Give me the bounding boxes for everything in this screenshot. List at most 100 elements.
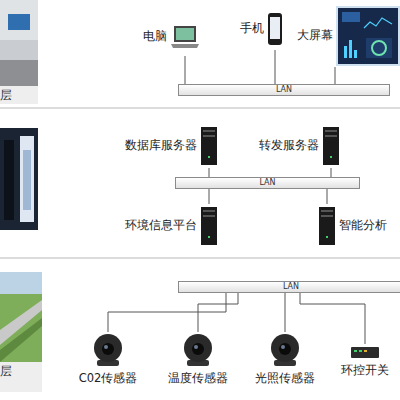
field-photo xyxy=(0,272,42,362)
icon-part xyxy=(208,236,210,238)
icon-part xyxy=(330,156,332,158)
server-room-aisle xyxy=(23,150,31,210)
device-node: 大屏幕 xyxy=(285,4,400,67)
icon-part xyxy=(184,334,212,362)
icon-part xyxy=(344,46,347,58)
device-node: 环境信息平台 xyxy=(100,204,218,248)
layer-label: 层 xyxy=(0,364,12,379)
icon-part xyxy=(201,127,217,165)
lan-bus: LAN xyxy=(178,84,390,96)
icon-part xyxy=(351,347,379,358)
icon-part xyxy=(342,12,360,22)
device-node: 电脑 xyxy=(130,18,200,56)
node-label: LAN xyxy=(259,178,275,187)
device-node: 温度传感器 xyxy=(158,332,238,394)
server-room-light xyxy=(20,136,34,222)
device-icon xyxy=(268,332,302,368)
icon-part xyxy=(354,50,357,58)
node-label: LAN xyxy=(283,282,299,291)
icon-part xyxy=(203,135,215,137)
icon-part xyxy=(372,41,386,55)
icon-part xyxy=(364,350,367,352)
device-node: 光照传感器 xyxy=(245,332,325,394)
office-screen xyxy=(8,14,30,30)
icon-part xyxy=(338,8,398,64)
icon-part xyxy=(323,127,339,165)
server-icon xyxy=(322,126,340,166)
icon-part xyxy=(174,26,196,42)
icon-part xyxy=(366,38,392,58)
node-label: 大屏幕 xyxy=(297,29,333,42)
icon-part xyxy=(325,135,337,137)
field-rows xyxy=(0,318,42,362)
photo-caption-band xyxy=(0,362,42,392)
device-icon xyxy=(350,344,380,360)
icon-part xyxy=(102,343,114,355)
device-icon xyxy=(336,6,400,66)
field-sky xyxy=(0,272,42,294)
server-room-photo xyxy=(0,128,38,230)
node-label: 光照传感器 xyxy=(255,372,315,385)
device-icon xyxy=(170,25,200,49)
node-label: 温度传感器 xyxy=(168,372,228,385)
icon-part xyxy=(349,40,352,58)
icon-part xyxy=(268,13,282,45)
icon-part xyxy=(94,334,122,362)
icon-part xyxy=(203,210,215,212)
icon-part xyxy=(279,343,291,355)
node-label: 手机 xyxy=(240,22,264,35)
lan-wire xyxy=(300,293,365,344)
band-separator xyxy=(0,108,400,109)
icon-part xyxy=(321,215,333,217)
lan-wire xyxy=(198,293,238,332)
icon-part xyxy=(104,345,108,349)
device-icon xyxy=(322,126,340,166)
switch-icon xyxy=(350,344,380,360)
icon-part xyxy=(171,44,199,48)
icon-part xyxy=(336,6,400,66)
dome-camera-icon xyxy=(91,332,125,368)
device-node: 手机 xyxy=(243,8,283,50)
dashboard-screen-icon xyxy=(336,6,400,66)
lan-wire xyxy=(275,50,276,84)
device-node: C02传感器 xyxy=(68,332,148,394)
node-label: 环控开关 xyxy=(341,364,389,377)
icon-part xyxy=(319,207,335,245)
device-icon xyxy=(91,332,125,368)
device-icon xyxy=(267,12,283,46)
icon-part xyxy=(208,156,210,158)
icon-part xyxy=(270,17,280,39)
server-icon xyxy=(200,206,218,246)
server-rack xyxy=(4,140,14,220)
device-node: 智能分析 xyxy=(318,204,400,248)
dome-camera-icon xyxy=(268,332,302,368)
device-icon xyxy=(200,206,218,246)
node-label: 数据库服务器 xyxy=(125,139,197,152)
icon-part xyxy=(203,215,215,217)
office-photo xyxy=(0,0,38,86)
node-label: C02传感器 xyxy=(79,372,138,385)
node-label: LAN xyxy=(276,85,292,94)
lan-wire xyxy=(335,67,336,84)
icon-part xyxy=(281,345,285,349)
lan-wire xyxy=(327,189,328,204)
lan-wire xyxy=(108,293,226,332)
office-floor xyxy=(0,60,38,86)
photo-caption-band xyxy=(0,86,38,104)
lan-wire xyxy=(331,168,332,177)
layer-label: 层 xyxy=(0,88,12,103)
lan-wire xyxy=(209,168,210,177)
server-icon xyxy=(318,206,336,246)
icon-part xyxy=(325,130,337,132)
icon-part xyxy=(192,343,204,355)
phone-icon xyxy=(267,12,283,46)
device-node: 转发服务器 xyxy=(252,124,340,168)
icon-part xyxy=(194,345,198,349)
office-wall xyxy=(0,0,38,40)
device-icon xyxy=(200,126,218,166)
server-icon xyxy=(200,126,218,166)
node-label: 电脑 xyxy=(143,30,167,43)
lan-bus: LAN xyxy=(175,177,360,189)
device-icon xyxy=(181,332,215,368)
icon-part xyxy=(321,210,333,212)
